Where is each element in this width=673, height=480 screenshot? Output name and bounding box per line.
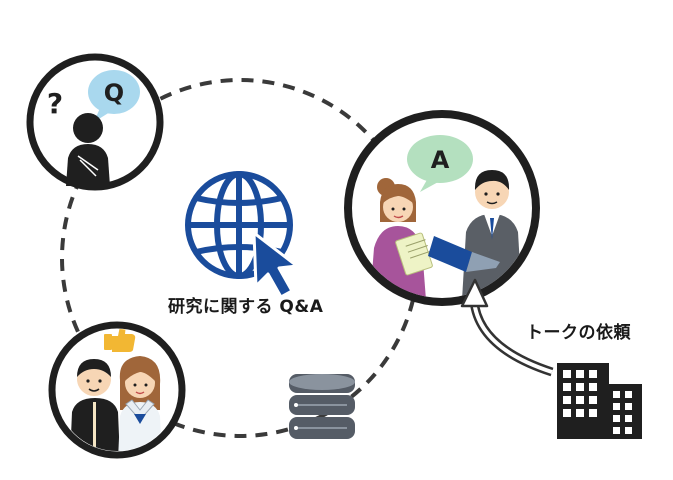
laptop-icon [428,236,500,272]
question-bubble-label: Q [104,79,124,107]
answer-bubble-label: A [431,146,450,174]
students-node [48,321,186,459]
research-qa-label: 研究に関する Q&A [168,297,324,317]
office-building-icon [557,363,642,439]
researcher-man-icon [462,170,522,298]
web-globe-icon [185,171,293,279]
database-server-icon [289,374,355,439]
question-mark-icon: ? [47,87,63,120]
thumbs-up-icon [104,329,136,352]
cursor-arrow-icon [252,231,299,299]
request-arrow [460,278,554,377]
talk-request-label: トークの依頼 [526,323,631,343]
consultation-node: A [344,110,540,306]
answer-bubble-icon: A [407,135,473,192]
student-silhouette-icon [66,113,110,186]
student-question-node: ? Q [26,53,164,191]
